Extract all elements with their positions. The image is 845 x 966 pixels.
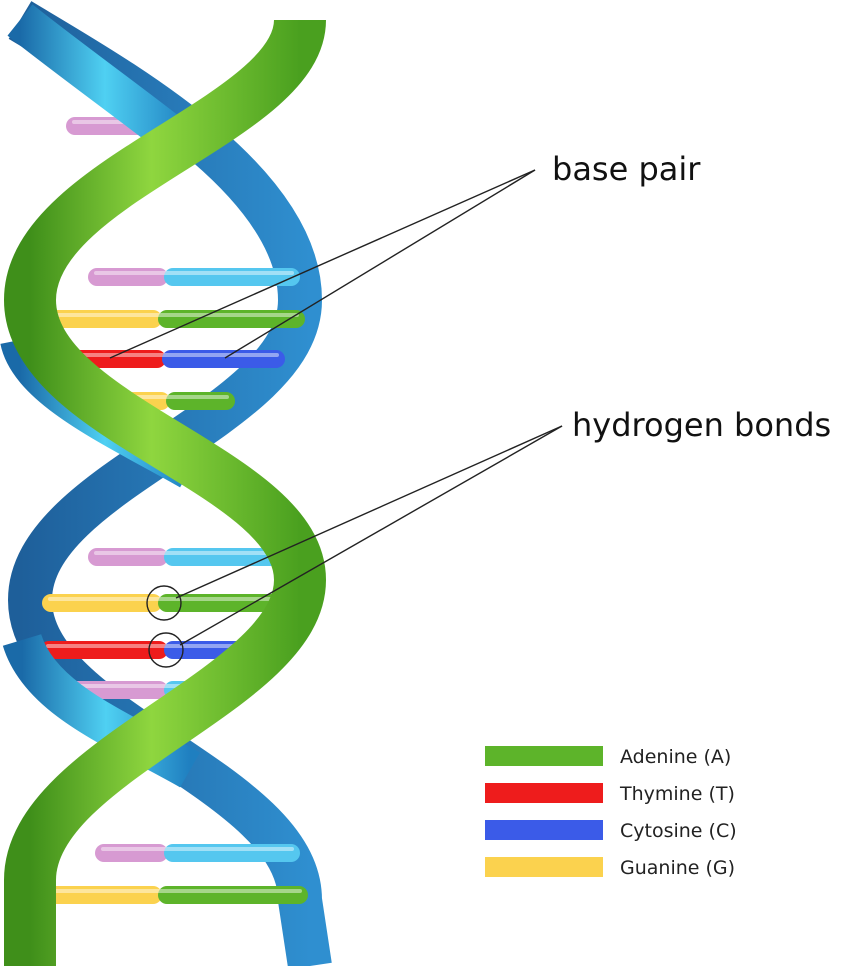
base-highlight	[48, 597, 302, 601]
base-highlight	[94, 551, 294, 555]
base-highlight	[46, 889, 302, 893]
base-left-pink	[88, 268, 168, 286]
hydrogen-bond-leader-line-2	[179, 425, 563, 646]
legend-label-thymine: Thymine (T)	[619, 783, 735, 805]
base-pair-leader-line-2	[224, 169, 536, 359]
hydrogen-bond-leader-line-1	[175, 425, 563, 599]
base-pair-rung	[40, 886, 308, 904]
base-highlight	[101, 847, 294, 851]
base-pair-label: base pair	[552, 150, 701, 188]
base-left-pink	[95, 844, 168, 862]
legend-swatch-thymine	[485, 783, 603, 803]
green-backbone-strand	[3, 17, 327, 966]
hydrogen-bond-circle-2	[148, 632, 184, 668]
legend-swatch-guanine	[485, 857, 603, 877]
base-right-adenine	[158, 886, 308, 904]
base-pair-rung	[40, 310, 305, 328]
base-pair-rung	[88, 268, 300, 286]
base-right-cytosine	[162, 350, 285, 368]
base-right-lightblue	[164, 268, 300, 286]
base-left-guanine	[40, 886, 162, 904]
base-pairs-group	[40, 117, 308, 904]
legend-label-adenine: Adenine (A)	[620, 746, 731, 768]
base-pair-leader-line-1	[109, 169, 536, 359]
legend-swatch-cytosine	[485, 820, 603, 840]
base-highlight	[46, 644, 279, 648]
hydrogen-bonds-label: hydrogen bonds	[572, 406, 831, 444]
base-highlight	[94, 271, 294, 275]
base-right-adenine	[158, 310, 305, 328]
hydrogen-bond-circle-1	[146, 585, 182, 621]
base-pair-rung	[95, 844, 300, 862]
legend-label-cytosine: Cytosine (C)	[620, 820, 737, 842]
base-left-guanine	[40, 310, 162, 328]
base-left-thymine	[40, 641, 168, 659]
base-right-adenine	[166, 392, 235, 410]
base-left-pink	[88, 548, 168, 566]
legend-label-guanine: Guanine (G)	[620, 857, 735, 879]
base-highlight	[46, 353, 279, 357]
legend: Adenine (A) Thymine (T) Cytosine (C) Gua…	[485, 746, 737, 879]
base-left-guanine	[42, 594, 162, 612]
annotation-lines	[109, 169, 563, 668]
legend-swatch-adenine	[485, 746, 603, 766]
base-highlight	[46, 313, 299, 317]
base-right-lightblue	[164, 844, 300, 862]
